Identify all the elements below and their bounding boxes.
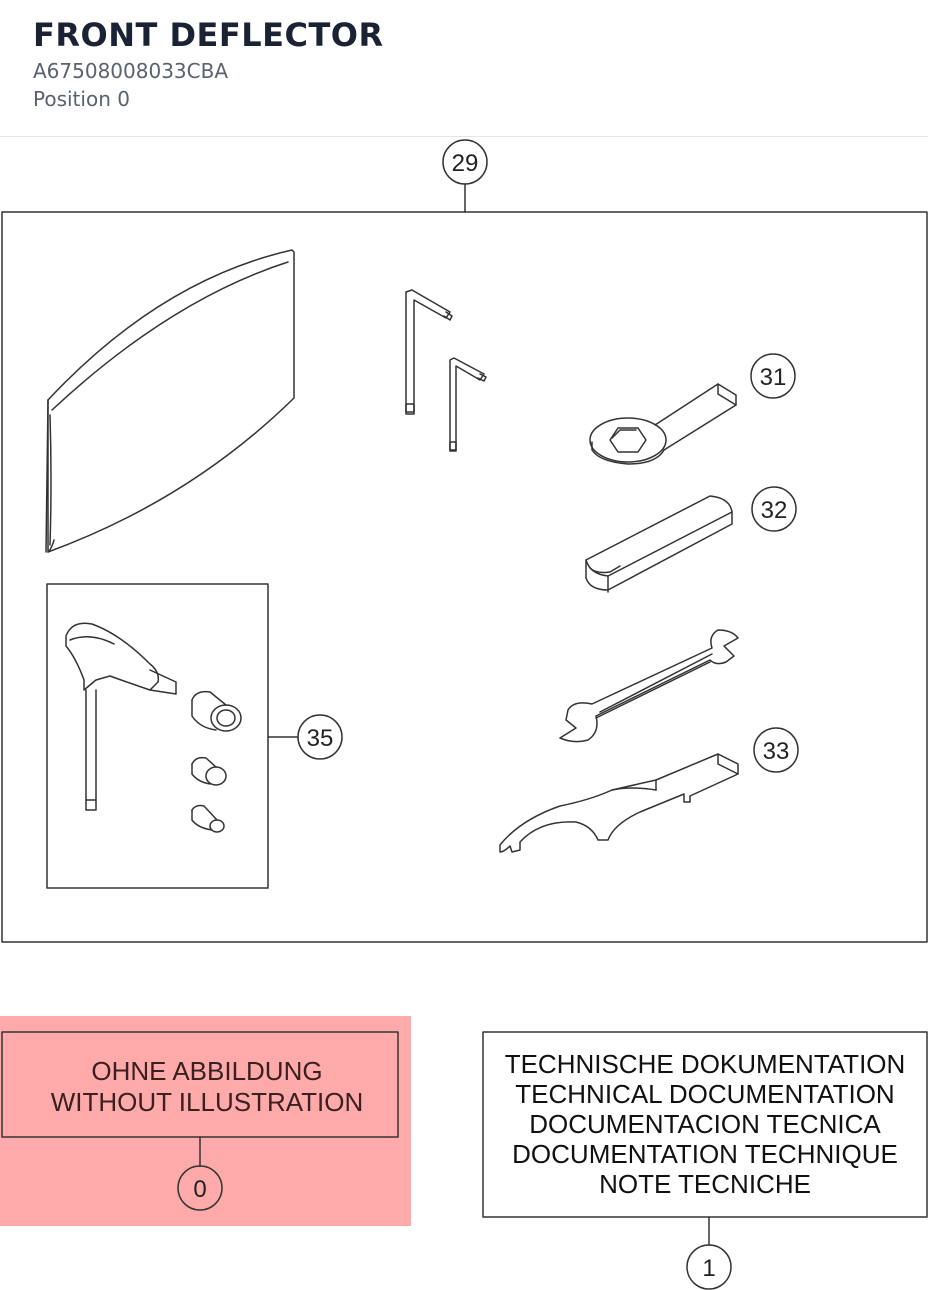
t-handle-drawing [65, 622, 177, 811]
callout-0[interactable]: 0 [177, 1165, 223, 1211]
tech-doc-line1: TECHNISCHE DOKUMENTATION [505, 1049, 906, 1079]
sleeve-drawing [585, 495, 733, 593]
callout-33-label: 33 [763, 738, 790, 765]
tech-doc-line5: NOTE TECNICHE [599, 1169, 811, 1199]
position-label: Position 0 [33, 87, 130, 111]
tech-doc-line3: DOCUMENTACION TECNICA [529, 1109, 881, 1139]
tech-doc-line4: DOCUMENTATION TECHNIQUE [512, 1139, 898, 1169]
callout-31[interactable]: 31 [750, 353, 796, 399]
callout-35[interactable]: 35 [297, 714, 343, 760]
hook-spanner-drawing [499, 753, 739, 853]
highlight-without-illustration [0, 1016, 411, 1226]
callout-0-label: 0 [193, 1176, 206, 1203]
allen-keys-drawing [405, 289, 487, 452]
callout-29-label: 29 [452, 150, 479, 177]
callout-1-label: 1 [702, 1255, 715, 1282]
tech-doc-line2: TECHNICAL DOCUMENTATION [515, 1079, 894, 1109]
callout-32-label: 32 [761, 497, 788, 524]
callout-31-label: 31 [760, 364, 787, 391]
header: FRONT DEFLECTOR A67508008033CBA Position… [0, 0, 928, 137]
tool-bag-drawing [45, 249, 295, 553]
sockets-drawing [191, 690, 242, 833]
open-end-wrench-drawing [559, 629, 739, 743]
exploded-diagram: 29 31 [0, 138, 928, 1290]
part-number: A67508008033CBA [33, 59, 229, 83]
without-illustration-line1: OHNE ABBILDUNG [91, 1056, 322, 1086]
callout-33[interactable]: 33 [753, 727, 799, 773]
callout-29[interactable]: 29 [442, 139, 488, 185]
callout-35-label: 35 [307, 725, 334, 752]
technical-documentation-box [482, 1031, 928, 1218]
bit-set-frame [46, 583, 269, 889]
callout-1[interactable]: 1 [686, 1244, 732, 1290]
callout-32[interactable]: 32 [751, 486, 797, 532]
ring-spanner-drawing [589, 383, 737, 465]
page-title: FRONT DEFLECTOR [33, 16, 384, 54]
tool-kit-frame [1, 211, 928, 943]
without-illustration-line2: WITHOUT ILLUSTRATION [51, 1087, 364, 1117]
diagram-canvas: 29 31 [0, 139, 928, 1290]
